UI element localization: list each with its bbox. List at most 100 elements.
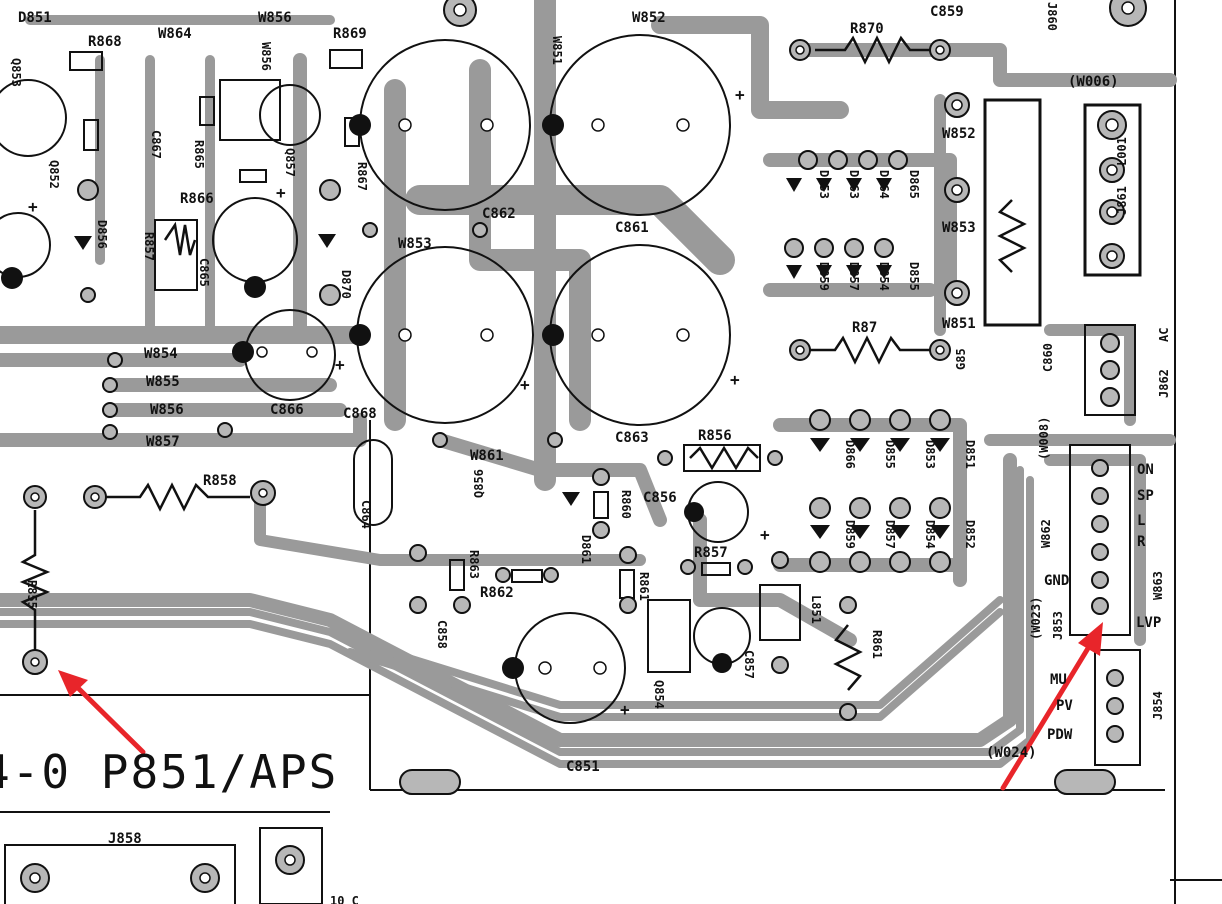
capacitor-left-edge [0,212,51,278]
label-r868: R868 [88,34,122,50]
component-labels: D851 R868 W864 W856 R869 W852 R870 C859 … [18,4,1161,904]
svg-text:R865: R865 [192,140,206,169]
svg-text:R857: R857 [142,232,156,261]
resistor-r869-body [329,49,363,69]
rotated-labels: Q853 Q852 D856 R857 C867 R865 C865 W856 … [9,2,1171,720]
svg-text:Q857: Q857 [283,148,297,177]
annotation-arrows[interactable] [58,622,1103,791]
svg-text:D854: D854 [923,520,937,549]
label-c859: C859 [930,4,964,20]
svg-text:D853: D853 [923,440,937,469]
label-bottom: 10 C [330,894,359,904]
resistor-r870 [815,35,935,65]
svg-text:J862: J862 [1157,369,1171,398]
label-w857: W857 [146,434,180,450]
svg-text:AC: AC [1157,328,1171,342]
svg-text:D865: D865 [907,170,921,199]
filled-pads [1,114,732,679]
label-r869: R869 [333,26,367,42]
svg-text:J854: J854 [1151,691,1165,720]
resistor-r868-body [69,51,103,71]
label-w024: (W024) [986,745,1037,761]
capacitor-q853-area [0,79,67,157]
label-c851: C851 [566,759,600,775]
label-r866: R866 [180,191,214,207]
svg-text:J861: J861 [1115,186,1129,215]
label-lvp: LVP [1136,615,1161,631]
svg-text:+: + [520,375,530,394]
capacitor-c865 [212,197,298,283]
label-gnd: GND [1044,573,1069,589]
svg-text:D855: D855 [907,262,921,291]
svg-text:+: + [28,197,38,216]
resistor-r855 [19,510,51,650]
resistor-r861 [833,624,863,691]
svg-text:+: + [760,525,770,544]
label-w851-right: W851 [942,316,976,332]
svg-text:D859: D859 [817,262,831,291]
svg-text:R867: R867 [355,162,369,191]
red-arrow-left[interactable] [58,670,146,755]
svg-text:D866: D866 [843,440,857,469]
label-w853-right: W853 [942,220,976,236]
svg-text:D856: D856 [95,220,109,249]
label-sp: SP [1137,488,1154,504]
svg-text:D854: D854 [877,262,891,291]
svg-text:D864: D864 [877,170,891,199]
label-w852-right: W852 [942,126,976,142]
svg-text:C865: C865 [197,258,211,287]
svg-text:D855: D855 [883,440,897,469]
svg-text:C860: C860 [1041,343,1055,372]
label-r858: R858 [203,473,237,489]
label-w006: (W006) [1068,74,1119,90]
red-arrow-right[interactable] [1000,622,1103,791]
copper-traces [0,0,1177,768]
transistor-q857-outline [259,84,321,146]
svg-text:R855: R855 [25,580,39,609]
label-w854: W854 [144,346,178,362]
svg-text:W851: W851 [550,36,564,65]
label-r87: R87 [852,320,877,336]
label-w853: W853 [398,236,432,252]
label-r856: R856 [698,428,732,444]
resistor-r87 [805,335,935,365]
svg-text:R863: R863 [467,550,481,579]
label-c868: C868 [343,406,377,422]
svg-text:+: + [620,700,630,719]
label-c856: C856 [643,490,677,506]
label-w861: W861 [470,448,504,464]
svg-text:(W008): (W008) [1037,417,1051,460]
label-c862: C862 [482,206,516,222]
label-w856: W856 [258,10,292,26]
svg-text:+: + [735,85,745,104]
svg-text:+: + [730,370,740,389]
label-j858: J858 [108,831,142,847]
diode-arrays [74,178,950,539]
label-r: R [1137,534,1146,550]
svg-text:J860: J860 [1045,2,1059,31]
svg-text:R861: R861 [870,630,884,659]
svg-text:Q852: Q852 [47,160,61,189]
label-d851: D851 [18,10,52,26]
resistor-r857-small [163,221,197,256]
svg-text:G85: G85 [954,348,968,370]
polarity-marks: + + + + + + + + [28,85,770,719]
svg-text:D863: D863 [847,170,861,199]
svg-text:D857: D857 [847,262,861,291]
svg-text:+: + [276,183,286,202]
svg-text:Q854: Q854 [652,680,666,709]
svg-text:D851: D851 [963,440,977,469]
resistor-r856 [689,445,759,471]
label-w864: W864 [158,26,192,42]
svg-text:D870: D870 [339,270,353,299]
svg-text:C858: C858 [435,620,449,649]
label-r862: R862 [480,585,514,601]
svg-text:R860: R860 [619,490,633,519]
label-l: L [1137,513,1145,529]
oval-components [4,79,1142,904]
svg-text:R861: R861 [637,572,651,601]
label-on: ON [1137,462,1154,478]
resistors [19,35,1027,691]
